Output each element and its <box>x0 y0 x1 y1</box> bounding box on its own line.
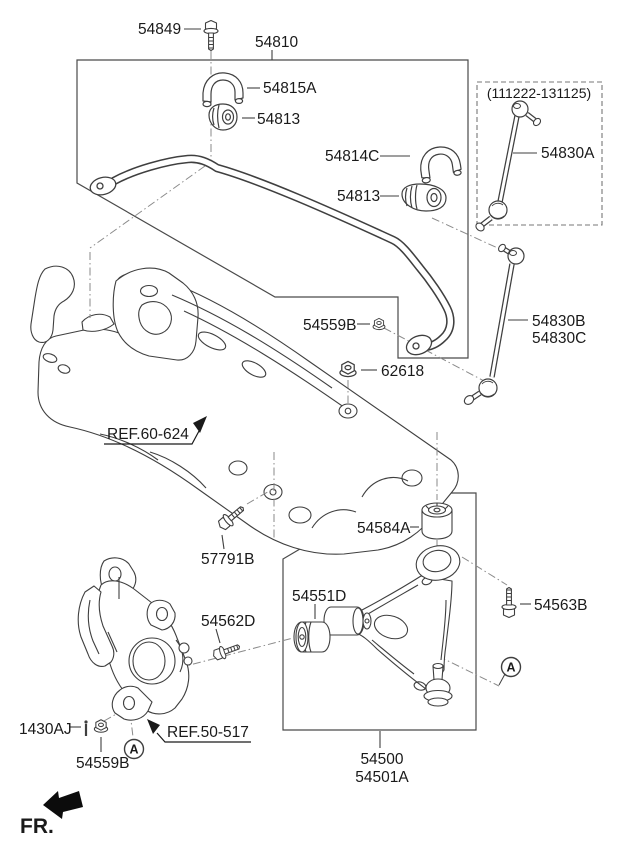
bolt-54563b <box>501 586 517 619</box>
svg-text:A: A <box>506 661 515 675</box>
label-62618: 62618 <box>381 363 424 380</box>
pin-1430aj <box>84 720 88 736</box>
label-54830c: 54830C <box>532 330 586 347</box>
label-54849: 54849 <box>138 21 181 38</box>
label-54814c: 54814C <box>325 148 379 165</box>
label-57791b: 57791B <box>201 551 254 568</box>
ref-crossmember-label[interactable]: REF.60-624 <box>107 426 189 443</box>
front-direction-marker: FR. <box>20 791 83 838</box>
ref-knuckle-callout[interactable]: REF.50-517 <box>147 719 251 743</box>
bolt-57791b-boss <box>263 483 283 501</box>
bushing-54584a <box>421 502 453 540</box>
detail-marker-a-knuckle: A <box>123 738 145 760</box>
label-54559b-bottom: 54559B <box>76 755 129 772</box>
bushing-54813-right <box>401 183 447 212</box>
ref-knuckle-label[interactable]: REF.50-517 <box>167 724 249 741</box>
dated-link-box <box>476 81 603 226</box>
label-54551d: 54551D <box>292 588 346 605</box>
bolt-54849 <box>203 19 219 52</box>
label-54813-right: 54813 <box>337 188 380 205</box>
nut-54559b-bottom <box>93 719 109 733</box>
front-label: FR. <box>20 815 54 838</box>
detail-marker-a-arm: A <box>498 656 522 686</box>
bushing-54551d <box>293 621 331 653</box>
knuckle-drawing <box>77 557 193 721</box>
control-arm-drawing <box>323 545 461 707</box>
front-arrow-icon <box>43 791 83 819</box>
label-54813-left: 54813 <box>257 111 300 128</box>
label-54810: 54810 <box>255 34 298 51</box>
svg-text:A: A <box>129 743 138 757</box>
stabilizer-link-54830a <box>475 100 542 232</box>
stabilizer-bar <box>89 154 455 356</box>
nut-62618 <box>339 360 357 378</box>
nut-62618-boss <box>338 403 358 419</box>
bushing-54813-left <box>208 103 238 131</box>
label-54563b: 54563B <box>534 597 587 614</box>
leader-lines <box>70 28 537 752</box>
stabilizer-assembly-box <box>76 59 469 359</box>
label-date-range: (111222-131125) <box>487 85 591 101</box>
label-54559b-top: 54559B <box>303 317 356 334</box>
ref-crossmember-arrow <box>193 416 207 433</box>
bracket-54815a <box>202 72 244 108</box>
label-1430aj: 1430AJ <box>19 721 72 738</box>
label-54562d: 54562D <box>201 613 255 630</box>
stabilizer-link-54830bc <box>463 243 525 405</box>
label-54501a: 54501A <box>355 769 409 786</box>
label-54830b: 54830B <box>532 313 585 330</box>
label-54830a: 54830A <box>541 145 595 162</box>
ref-knuckle-arrow <box>147 719 160 734</box>
label-54584a: 54584A <box>357 520 411 537</box>
label-54500: 54500 <box>360 751 403 768</box>
bolt-54562d <box>210 639 243 663</box>
ball-joint <box>423 662 453 707</box>
label-54815a: 54815A <box>263 80 317 97</box>
crossmember-drawing <box>30 265 459 555</box>
nut-54559b-top <box>372 317 386 331</box>
bracket-54814c <box>417 143 463 184</box>
ref-crossmember-callout[interactable]: REF.60-624 <box>104 416 207 445</box>
